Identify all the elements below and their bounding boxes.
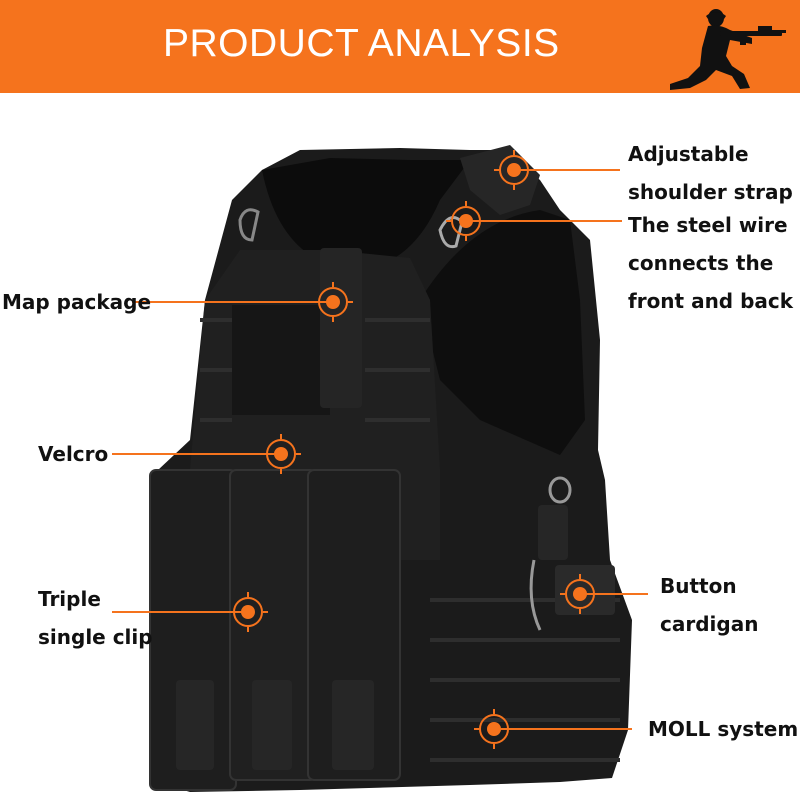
label-line: The steel wire bbox=[628, 213, 788, 237]
label-moll-system: MOLL system bbox=[648, 710, 798, 748]
label-line: Button bbox=[660, 574, 737, 598]
label-line: cardigan bbox=[660, 612, 759, 636]
target-button-cardigan bbox=[560, 574, 600, 614]
target-velcro bbox=[261, 434, 301, 474]
target-steel-wire bbox=[446, 201, 486, 241]
leader-lines bbox=[112, 169, 648, 730]
label-adjustable-shoulder-strap: Adjustable shoulder strap bbox=[628, 135, 793, 211]
vest-illustration bbox=[149, 145, 632, 792]
kneeling-soldier-icon bbox=[670, 9, 786, 90]
label-line: Triple bbox=[38, 587, 101, 611]
target-triple-clip bbox=[228, 592, 268, 632]
target-moll-system bbox=[474, 709, 514, 749]
label-velcro: Velcro bbox=[38, 435, 108, 473]
label-line: Map package bbox=[2, 290, 152, 314]
banner-title: PRODUCT ANALYSIS bbox=[163, 22, 560, 65]
label-triple-single-clip: Triple single clip bbox=[38, 580, 153, 656]
label-steel-wire: The steel wire connects the front and ba… bbox=[628, 206, 793, 320]
label-line: connects the bbox=[628, 251, 774, 275]
label-line: single clip bbox=[38, 625, 153, 649]
label-map-package: Map package bbox=[2, 283, 151, 321]
target-map-package bbox=[313, 282, 353, 322]
header-banner: PRODUCT ANALYSIS bbox=[0, 0, 800, 93]
label-line: Adjustable bbox=[628, 142, 749, 166]
label-line: MOLL system bbox=[648, 717, 799, 741]
target-shoulder-strap bbox=[494, 150, 534, 190]
target-markers bbox=[228, 150, 600, 749]
label-line: shoulder strap bbox=[628, 180, 793, 204]
label-line: front and back bbox=[628, 289, 794, 313]
label-button-cardigan: Button cardigan bbox=[660, 567, 758, 643]
label-line: Velcro bbox=[38, 442, 109, 466]
